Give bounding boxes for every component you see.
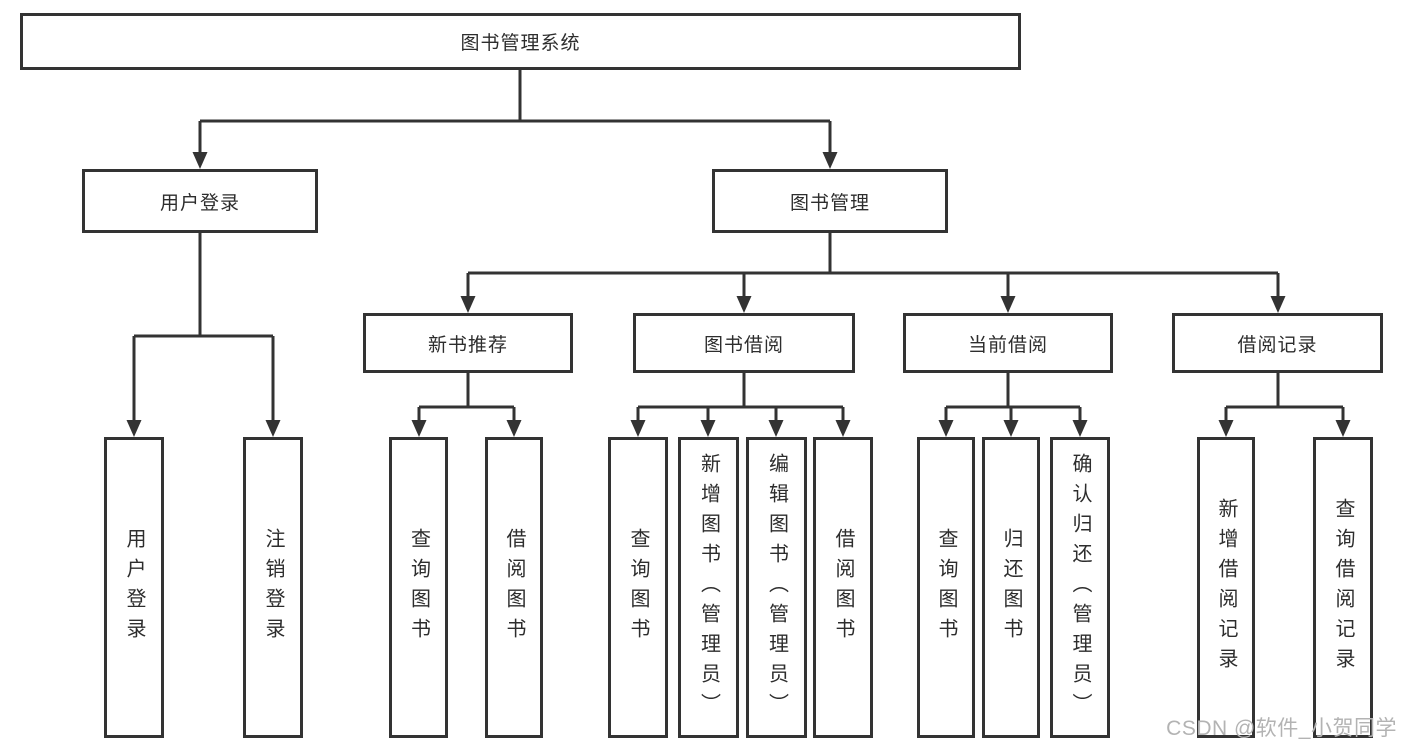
node-current-borrowing-label: 当前借阅: [967, 334, 1048, 356]
leaf-logout-label: 注销登录: [262, 527, 284, 648]
leaf-query-books-borrow-label: 查询图书: [627, 527, 649, 648]
leaf-return-books: 归还图书: [982, 437, 1040, 738]
leaf-edit-books-admin: 编辑图书（管理员）: [746, 437, 807, 738]
leaf-user-login: 用户登录: [104, 437, 164, 738]
leaf-logout: 注销登录: [243, 437, 303, 738]
node-book-management-label: 图书管理: [789, 192, 870, 214]
leaf-user-login-label: 用户登录: [123, 527, 145, 648]
node-user-login: 用户登录: [82, 169, 318, 233]
leaf-add-books-admin-label: 新增图书（管理员）: [697, 452, 720, 723]
leaf-borrow-books-label: 借阅图书: [832, 527, 854, 648]
leaf-borrow-books: 借阅图书: [813, 437, 873, 738]
leaf-query-books-current-label: 查询图书: [935, 527, 957, 648]
node-new-book-recommendation: 新书推荐: [363, 313, 573, 373]
node-current-borrowing: 当前借阅: [903, 313, 1113, 373]
node-borrowing-records: 借阅记录: [1172, 313, 1383, 373]
node-borrowing-records-label: 借阅记录: [1237, 334, 1318, 356]
leaf-add-books-admin: 新增图书（管理员）: [678, 437, 739, 738]
leaf-query-borrow-record: 查询借阅记录: [1313, 437, 1373, 738]
leaf-confirm-return-admin: 确认归还（管理员）: [1050, 437, 1110, 738]
node-book-management: 图书管理: [712, 169, 948, 233]
node-book-borrowing: 图书借阅: [633, 313, 855, 373]
node-new-book-recommendation-label: 新书推荐: [427, 334, 508, 356]
node-library-system: 图书管理系统: [20, 13, 1021, 70]
leaf-query-books-recommend: 查询图书: [389, 437, 448, 738]
leaf-return-books-label: 归还图书: [1000, 527, 1022, 648]
leaf-query-books-borrow: 查询图书: [608, 437, 668, 738]
leaf-add-borrow-record-label: 新增借阅记录: [1215, 497, 1237, 678]
leaf-borrow-books-recommend: 借阅图书: [485, 437, 543, 738]
leaf-query-books-current: 查询图书: [917, 437, 975, 738]
leaf-query-books-recommend-label: 查询图书: [407, 527, 430, 648]
leaf-add-borrow-record: 新增借阅记录: [1197, 437, 1255, 738]
leaf-confirm-return-admin-label: 确认归还（管理员）: [1069, 452, 1091, 723]
leaf-borrow-books-recommend-label: 借阅图书: [503, 527, 525, 648]
node-library-system-label: 图书管理系统: [460, 33, 581, 54]
node-book-borrowing-label: 图书借阅: [703, 334, 784, 356]
leaf-edit-books-admin-label: 编辑图书（管理员）: [765, 452, 788, 723]
leaf-query-borrow-record-label: 查询借阅记录: [1332, 497, 1354, 678]
node-user-login-label: 用户登录: [159, 192, 240, 214]
